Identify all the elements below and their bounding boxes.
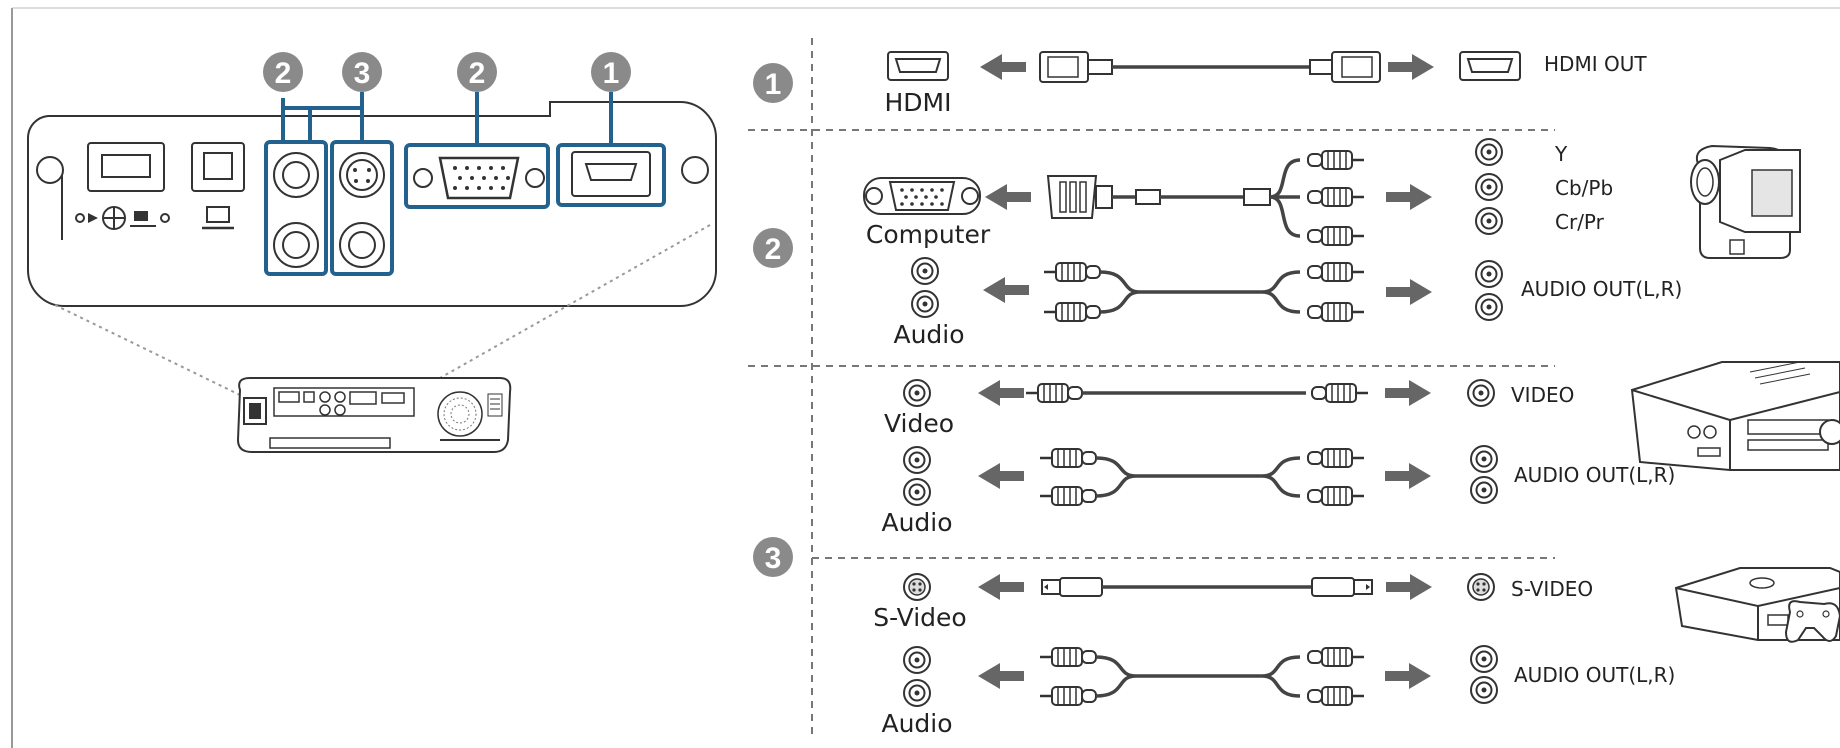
audio-cable-1 bbox=[1042, 261, 1366, 323]
label-audio-2: Audio bbox=[881, 508, 952, 537]
label-video: Video bbox=[884, 409, 954, 438]
vga-port-icon bbox=[863, 177, 981, 215]
svg-text:3: 3 bbox=[765, 542, 782, 575]
game-console-icon bbox=[1674, 567, 1840, 643]
row-svideo: S-Video S-VIDEO bbox=[873, 567, 1840, 643]
audio-cable-3 bbox=[1038, 646, 1366, 707]
row-audio-component: Audio AUDIO OUT(L,R) bbox=[893, 257, 1682, 349]
label-hdmi-out: HDMI OUT bbox=[1544, 52, 1647, 76]
usb-a-port-icon bbox=[87, 142, 165, 192]
row-hdmi: HDMI HDMI OUT bbox=[885, 51, 1647, 117]
svideo-cable bbox=[1041, 577, 1373, 597]
section-badge-1: 1 bbox=[753, 63, 793, 103]
component-jacks bbox=[273, 152, 319, 268]
svg-text:1: 1 bbox=[765, 68, 782, 101]
label-cb: Cb/Pb bbox=[1555, 176, 1613, 200]
label-audio-1: Audio bbox=[893, 320, 964, 349]
vga-to-component-cable bbox=[1046, 149, 1366, 247]
label-svideo-out: S-VIDEO bbox=[1511, 577, 1593, 601]
hdmi-out-port-icon bbox=[1459, 51, 1521, 81]
label-audio-out-3: AUDIO OUT(L,R) bbox=[1514, 663, 1675, 687]
row-audio-video: Audio AUDIO OUT(L,R) bbox=[881, 445, 1675, 537]
hdmi-port-icon bbox=[887, 51, 949, 81]
label-video-out: VIDEO bbox=[1511, 383, 1574, 407]
svg-text:2: 2 bbox=[469, 57, 486, 90]
audio-cable-2 bbox=[1038, 447, 1366, 507]
badge-2-computer: 2 bbox=[457, 52, 497, 92]
vcr-icon bbox=[1630, 361, 1840, 471]
section-badge-2: 2 bbox=[753, 228, 793, 268]
projector-icon bbox=[236, 377, 512, 453]
usb-symbol-icon bbox=[75, 206, 170, 230]
label-hdmi: HDMI bbox=[885, 88, 952, 117]
highlight-component bbox=[264, 140, 328, 276]
svg-text:2: 2 bbox=[275, 57, 292, 90]
computer-icon bbox=[202, 206, 234, 230]
vga-port-icon bbox=[413, 156, 545, 200]
badge-1-hdmi: 1 bbox=[591, 52, 631, 92]
row-video: Video VIDEO bbox=[884, 361, 1840, 471]
label-y: Y bbox=[1554, 142, 1568, 166]
camcorder-icon bbox=[1690, 144, 1801, 259]
video-cable bbox=[1024, 382, 1370, 404]
label-audio-out-1: AUDIO OUT(L,R) bbox=[1521, 277, 1682, 301]
label-audio-3: Audio bbox=[881, 709, 952, 738]
label-audio-out-2: AUDIO OUT(L,R) bbox=[1514, 463, 1675, 487]
svideo-video-jacks bbox=[339, 152, 385, 268]
label-cr: Cr/Pr bbox=[1555, 210, 1605, 234]
section-badge-3: 3 bbox=[753, 537, 793, 577]
label-svideo: S-Video bbox=[873, 603, 966, 632]
row-computer: Computer Y Cb/Pb Cr/Pr bbox=[863, 138, 1801, 259]
label-computer: Computer bbox=[866, 220, 991, 249]
row-audio-svideo: Audio AUDIO OUT(L,R) bbox=[881, 645, 1675, 738]
hdmi-port-icon bbox=[571, 151, 651, 197]
badge-2-component: 2 bbox=[263, 52, 303, 92]
svg-text:1: 1 bbox=[603, 57, 620, 90]
jack-cb bbox=[1475, 173, 1503, 201]
hdmi-cable bbox=[1039, 51, 1381, 83]
svg-text:2: 2 bbox=[765, 233, 782, 266]
jack-y bbox=[1475, 138, 1503, 166]
usb-b-port-icon bbox=[191, 142, 245, 192]
svg-text:3: 3 bbox=[354, 57, 371, 90]
badge-3-video: 3 bbox=[342, 52, 382, 92]
projector-port-panel bbox=[26, 92, 717, 308]
jack-cr bbox=[1475, 207, 1503, 235]
